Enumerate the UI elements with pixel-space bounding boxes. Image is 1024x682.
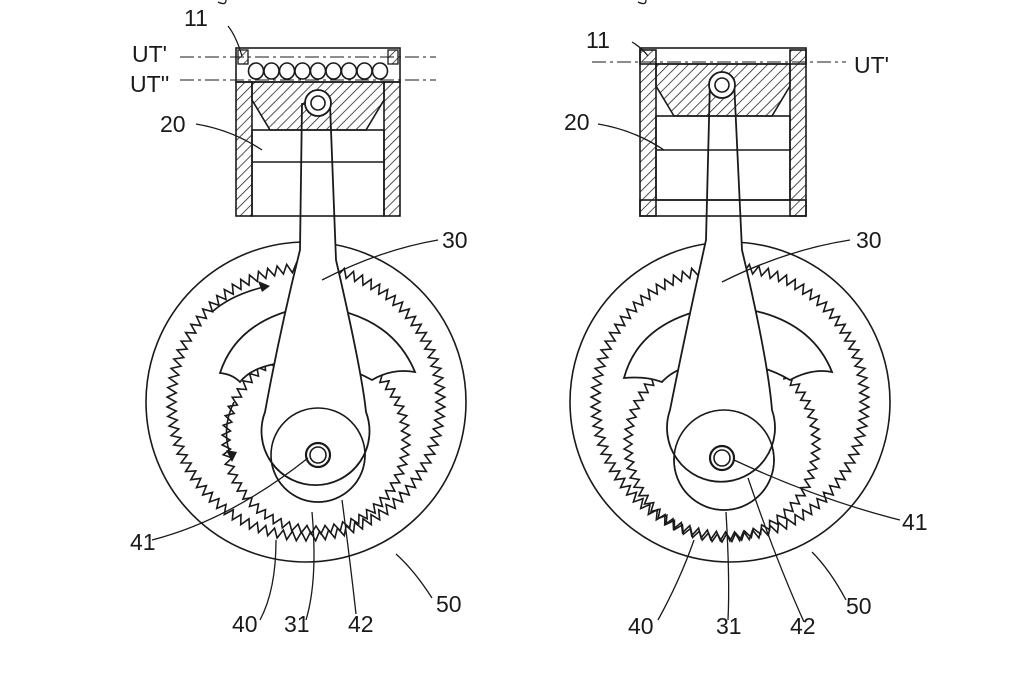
right-label-41: 41 [902,509,928,535]
left-connecting-rod [260,103,371,486]
left-cylinder-wall-right [383,81,401,217]
left-leader-50 [395,553,433,599]
left-crank-pin-inner [309,446,327,464]
bearing-ball [294,62,311,80]
bearing-ball [247,62,265,80]
right-leader-42 [747,477,805,623]
left-leader-41 [151,457,309,541]
right-cylinder-wall-right [789,49,807,217]
left-piston-pin [304,89,332,117]
right-label-10: 10 [617,0,643,5]
left-leader-42 [341,499,357,615]
left-leader-11 [227,25,243,57]
left-ring-gear-teeth [165,261,447,543]
right-crank-disc [673,409,775,511]
bearing-ball [325,62,342,80]
right-leader-11 [631,41,649,57]
left-label-50: 50 [436,591,462,617]
bearing-ball [309,62,327,80]
left-piston-pin-inner [310,95,326,111]
left-label-31: 31 [284,611,310,637]
right-piston-pin [708,71,736,99]
right-label-40: 40 [628,613,654,639]
left-leader-40 [259,539,277,621]
right-label-ut1: UT' [854,52,889,78]
left-rotation-arrowhead-top [258,281,270,292]
bearing-ball [371,62,389,80]
right-cylinder-head [639,47,807,65]
left-cylinder-wall-left [235,81,253,217]
bearing-ball [278,62,296,80]
right-view: 10 11 UT' 20 30 41 40 31 42 50 [564,0,928,639]
left-rotation-arrowhead-bottom [226,450,237,462]
right-leader-41 [733,459,901,521]
left-leader-20 [195,123,263,151]
right-label-31: 31 [716,613,742,639]
right-piston-pin-inner [714,77,730,93]
left-label-20: 20 [160,111,186,137]
left-leader-10 [217,0,227,5]
right-label-30: 30 [856,227,882,253]
right-crank-pin-inner [713,449,731,467]
left-label-11: 11 [184,5,208,31]
right-label-50: 50 [846,593,872,619]
left-label-40: 40 [232,611,258,637]
left-cylinder-head [235,47,401,83]
right-leader-40 [657,539,695,621]
left-leader-30 [321,239,439,281]
left-label-ut1: UT' [132,41,167,67]
left-label-41: 41 [130,529,156,555]
right-leader-30 [721,239,851,283]
left-label-30: 30 [442,227,468,253]
left-view: 10 11 UT' UT'' 20 30 41 40 31 42 50 [130,0,468,637]
right-crank-pin [708,444,736,472]
left-bearing-balls [247,62,389,80]
right-leader-10 [637,0,647,5]
right-connecting-rod [666,79,776,483]
bearing-ball [340,62,358,80]
left-label-10: 10 [207,0,233,5]
right-cylinder-wall-left [639,49,657,217]
right-ring-gear-teeth [589,261,871,543]
right-label-42: 42 [790,613,816,639]
left-crank-disc [270,407,366,503]
left-rotation-arrow-top [211,285,269,313]
right-label-20: 20 [564,109,590,135]
right-leader-50 [811,551,847,601]
left-piston-skirt [251,129,385,217]
left-label-ut2: UT'' [130,71,169,97]
right-leader-20 [597,123,665,151]
bearing-ball [263,62,280,80]
bearing-ball [356,62,373,80]
right-leader-31 [725,511,730,621]
left-label-42: 42 [348,611,374,637]
right-label-11: 11 [586,27,610,53]
right-cylinder-bottom [639,199,807,217]
left-crank-pin [304,441,332,469]
left-leader-31 [305,511,315,621]
